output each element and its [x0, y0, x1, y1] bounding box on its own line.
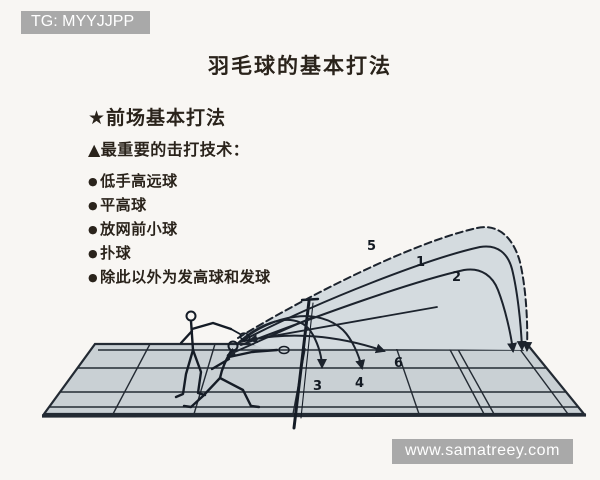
player-leg — [182, 376, 222, 409]
bullet-icon: ● — [88, 223, 99, 236]
racket-head — [278, 345, 290, 355]
player-torso — [218, 349, 233, 380]
player-head — [227, 340, 239, 352]
player-arm — [179, 329, 194, 345]
trajectory-labels: 1 2 3 4 5 6 — [313, 239, 461, 394]
trajectory-label-5: 5 — [367, 239, 376, 254]
player-front — [182, 340, 290, 409]
trajectory-label-4: 4 — [355, 376, 364, 391]
court-line — [394, 343, 420, 415]
player-head — [185, 310, 197, 322]
list-item: ●扑球 — [88, 241, 271, 265]
trajectory-label-2: 2 — [452, 270, 461, 285]
court-near-edge — [41, 413, 587, 418]
bullet-icon: ● — [88, 247, 99, 260]
net-post — [292, 299, 311, 430]
list-item: ●放网前小球 — [88, 217, 271, 241]
bullet-icon: ● — [88, 175, 99, 188]
racket-head — [239, 332, 251, 342]
notes-list: ★前场基本打法 ▲最重要的击打技术： ●低手高远球 ●平高球 ●放网前小球 ●扑… — [88, 103, 271, 289]
notes-heading-techniques: ▲最重要的击打技术： — [88, 140, 250, 159]
player-leg — [191, 348, 207, 397]
court-line — [112, 343, 151, 415]
technique-label: 平高球 — [100, 196, 147, 214]
list-item: ●除此以外为发高球和发球 — [88, 265, 271, 289]
list-item: ●平高球 — [88, 193, 271, 217]
player-arm — [190, 321, 233, 331]
notes-heading-frontcourt: ★前场基本打法 — [88, 107, 227, 129]
player-arm — [210, 357, 231, 371]
racket-shaft — [230, 328, 241, 335]
technique-list: ●低手高远球 ●平高球 ●放网前小球 ●扑球 ●除此以外为发高球和发球 — [88, 169, 271, 289]
trajectory-label-1: 1 — [416, 255, 425, 270]
watermark-bottom-badge: www.samatreey.com — [392, 439, 573, 464]
watermark-bottom-text: www.samatreey.com — [405, 442, 560, 459]
watermark-top-badge: TG: MYYJJPP — [21, 11, 151, 34]
bullet-icon: ● — [88, 199, 99, 212]
trajectory-5-lob-boundary — [237, 226, 533, 352]
list-item: ●低手高远球 — [88, 169, 271, 193]
court-line — [446, 343, 485, 415]
player-arm — [227, 348, 279, 359]
trajectory-label-6: 6 — [394, 356, 403, 371]
trajectory-1-clear — [239, 245, 527, 351]
technique-label: 扑球 — [100, 244, 132, 262]
player-back — [174, 310, 251, 399]
technique-label: 低手高远球 — [100, 172, 178, 190]
watermark-top-text: TG: MYYJJPP — [31, 13, 135, 30]
bullet-icon: ● — [88, 271, 99, 284]
trajectory-label-3: 3 — [313, 379, 322, 394]
net-kill-arrow — [226, 317, 312, 357]
court-line — [515, 343, 569, 415]
technique-label: 除此以外为发高球和发球 — [100, 268, 271, 286]
trajectory-2-clear — [240, 268, 518, 353]
court-line — [454, 343, 495, 415]
net-post-line — [300, 302, 314, 419]
technique-label: 放网前小球 — [100, 220, 178, 238]
player-leg — [174, 348, 195, 399]
incoming-shuttle-line — [248, 306, 438, 344]
player-torso — [189, 319, 195, 352]
page-title: 羽毛球的基本打法 — [208, 54, 392, 78]
trajectories — [226, 226, 533, 370]
player-leg — [218, 376, 261, 409]
